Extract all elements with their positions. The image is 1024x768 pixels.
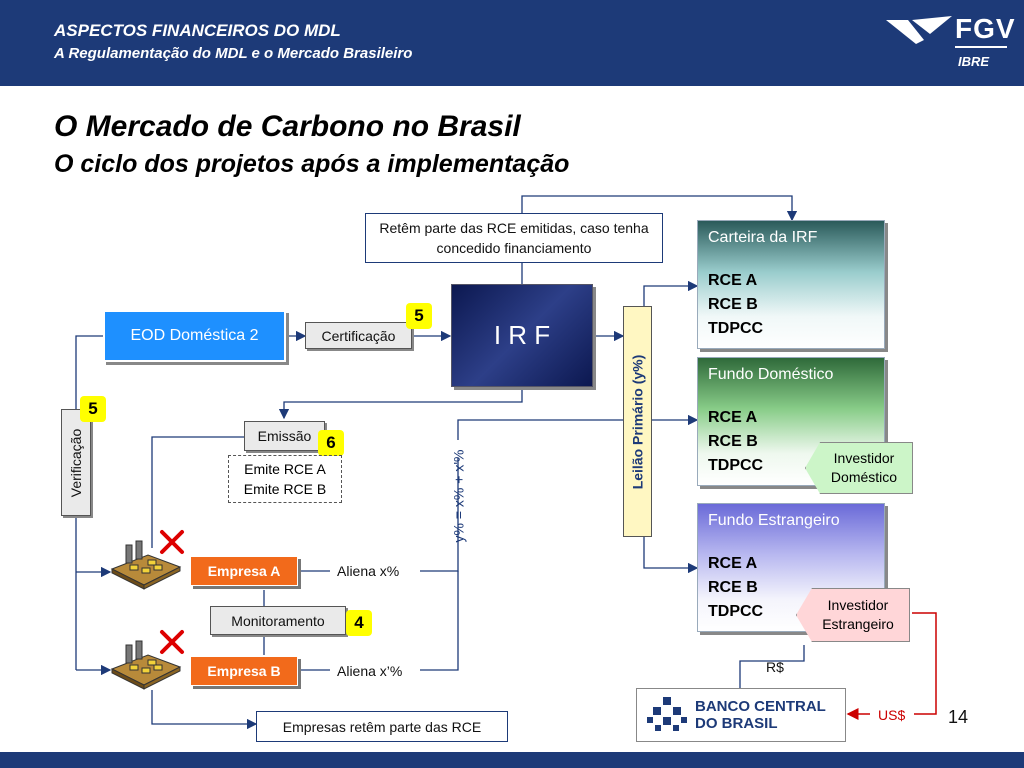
red-x-icon-a: [160, 530, 184, 554]
irf-box: I R F: [451, 284, 593, 387]
verificacao-label: Verificação: [68, 428, 85, 497]
investidor-domestico-line1: Investidor: [833, 450, 895, 466]
emissao-box: Emissão: [244, 421, 325, 451]
leilao-label: Leilão Primário (y%): [629, 354, 646, 489]
investidor-estrangeiro-line2: Estrangeiro: [822, 616, 894, 632]
page-subtitle: O ciclo dos projetos após a implementaçã…: [54, 150, 570, 178]
empresas-retem-box: Empresas retêm parte das RCE: [256, 711, 508, 742]
empresa-a-box: Empresa A: [190, 556, 298, 586]
banco-central-icon: [647, 697, 687, 731]
footer-bar: [0, 752, 1024, 768]
header-title: ASPECTOS FINANCEIROS DO MDL: [54, 21, 341, 40]
investidor-domestico-box: Investidor Doméstico: [805, 442, 913, 494]
carteira-item: TDPCC: [708, 320, 764, 337]
step-badge-4: 4: [346, 610, 372, 636]
investidor-estrangeiro-line1: Investidor: [827, 597, 889, 613]
page-number: 14: [948, 707, 969, 727]
fgv-logo-text: FGV: [955, 13, 1016, 44]
fundo-domestico-item: TDPCC: [708, 457, 764, 474]
us-label: US$: [878, 707, 906, 723]
emite-rce-b: Emite RCE B: [243, 481, 327, 497]
emite-rce-a: Emite RCE A: [244, 461, 326, 477]
factory-a-icon: [110, 540, 182, 590]
aliena-x-prime-label: Aliena x’%: [337, 663, 403, 679]
fundo-domestico-item: RCE B: [708, 433, 758, 450]
emite-rce-box: Emite RCE A Emite RCE B: [228, 455, 342, 503]
ibre-logo-text: IBRE: [958, 54, 990, 69]
leilao-primario-box: Leilão Primário (y%): [623, 306, 652, 537]
carteira-item: RCE B: [708, 296, 758, 313]
page-title: O Mercado de Carbono no Brasil: [54, 110, 521, 143]
retem-rce-box: Retêm parte das RCE emitidas, caso tenha…: [365, 213, 663, 263]
banco-central-line1: BANCO CENTRAL: [695, 698, 826, 715]
banco-central-line2: DO BRASIL: [695, 715, 778, 732]
step-badge-5-top: 5: [406, 303, 432, 329]
fundo-estrangeiro-title: Fundo Estrangeiro: [708, 512, 840, 529]
fundo-estrangeiro-item: RCE B: [708, 579, 758, 596]
factory-b-icon: [110, 640, 182, 690]
fundo-estrangeiro-item: RCE A: [708, 555, 758, 572]
red-x-icon-b: [160, 630, 184, 654]
rs-label: R$: [766, 659, 784, 675]
verificacao-box: Verificação: [61, 409, 91, 516]
investidor-domestico-line2: Doméstico: [830, 469, 898, 485]
logo-divider: [955, 46, 1007, 48]
aliena-x-label: Aliena x%: [337, 563, 400, 579]
formula-container: y% = x% + x'%: [444, 440, 472, 552]
monitoramento-box: Monitoramento: [210, 606, 346, 635]
carteira-irf-title: Carteira da IRF: [708, 229, 818, 246]
fundo-domestico-title: Fundo Doméstico: [708, 366, 834, 383]
step-badge-5-left: 5: [80, 396, 106, 422]
fgv-logo-icon: [886, 16, 952, 44]
certificacao-box: Certificação: [305, 322, 412, 349]
step-badge-6: 6: [318, 430, 344, 456]
fundo-estrangeiro-item: TDPCC: [708, 603, 764, 620]
formula-label: y% = x% + x'%: [450, 449, 466, 543]
fundo-domestico-item: RCE A: [708, 409, 758, 426]
empresa-b-box: Empresa B: [190, 656, 298, 686]
header-bar: [0, 0, 1024, 86]
carteira-irf-box: Carteira da IRF RCE A RCE B TDPCC: [697, 220, 885, 349]
investidor-estrangeiro-box: Investidor Estrangeiro: [796, 588, 910, 642]
eod-domestica-box: EOD Doméstica 2: [103, 310, 286, 362]
banco-central-logo: BANCO CENTRAL DO BRASIL: [636, 688, 846, 742]
header-subtitle: A Regulamentação do MDL e o Mercado Bras…: [54, 45, 413, 62]
carteira-item: RCE A: [708, 272, 758, 289]
